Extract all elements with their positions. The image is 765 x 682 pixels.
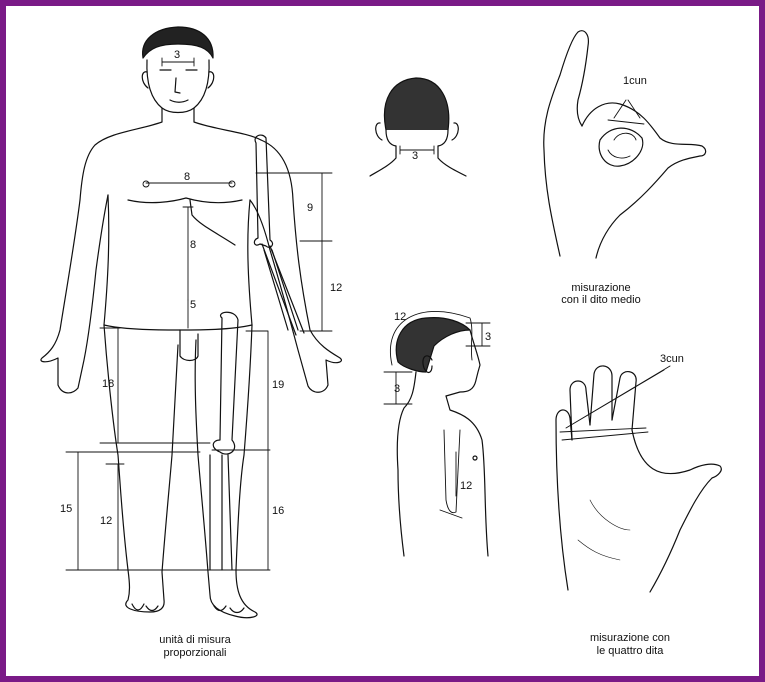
skull-arc-label: 12 xyxy=(394,311,406,323)
thumb-hand-figure xyxy=(544,31,706,258)
thumb-caption-line1: misurazione xyxy=(526,282,676,294)
one-cun-label: 1cun xyxy=(623,75,647,87)
chest-to-navel-label: 8 xyxy=(190,239,196,251)
head-width-label: 3 xyxy=(174,49,180,61)
four-finger-caption-line2: le quattro dita xyxy=(550,645,710,657)
side-profile-figure xyxy=(384,311,490,556)
shin-right-label: 16 xyxy=(272,505,284,517)
side-nape-label: 3 xyxy=(394,383,400,395)
four-finger-hand-figure xyxy=(556,366,721,592)
front-caption-line1: unità di misura xyxy=(130,634,260,646)
side-top-label: 3 xyxy=(485,331,491,343)
forearm-label: 12 xyxy=(330,282,342,294)
front-measure-lines xyxy=(66,58,332,570)
front-body-figure xyxy=(41,27,341,618)
upper-arm-label: 9 xyxy=(307,202,313,214)
back-head-width-label: 3 xyxy=(412,150,418,162)
navel-to-pubis-label: 5 xyxy=(190,299,196,311)
thigh-outer-label: 19 xyxy=(272,379,284,391)
three-cun-label: 3cun xyxy=(660,353,684,365)
shin-outer-label: 15 xyxy=(60,503,72,515)
thumb-caption-line2: con il dito medio xyxy=(526,294,676,306)
nipples-width-label: 8 xyxy=(184,171,190,183)
front-caption-line2: proporzionali xyxy=(130,647,260,659)
shin-inner-label: 12 xyxy=(100,515,112,527)
side-rib-label: 12 xyxy=(460,480,472,492)
thigh-inner-label: 18 xyxy=(102,378,114,390)
four-finger-caption-line1: misurazione con xyxy=(550,632,710,644)
